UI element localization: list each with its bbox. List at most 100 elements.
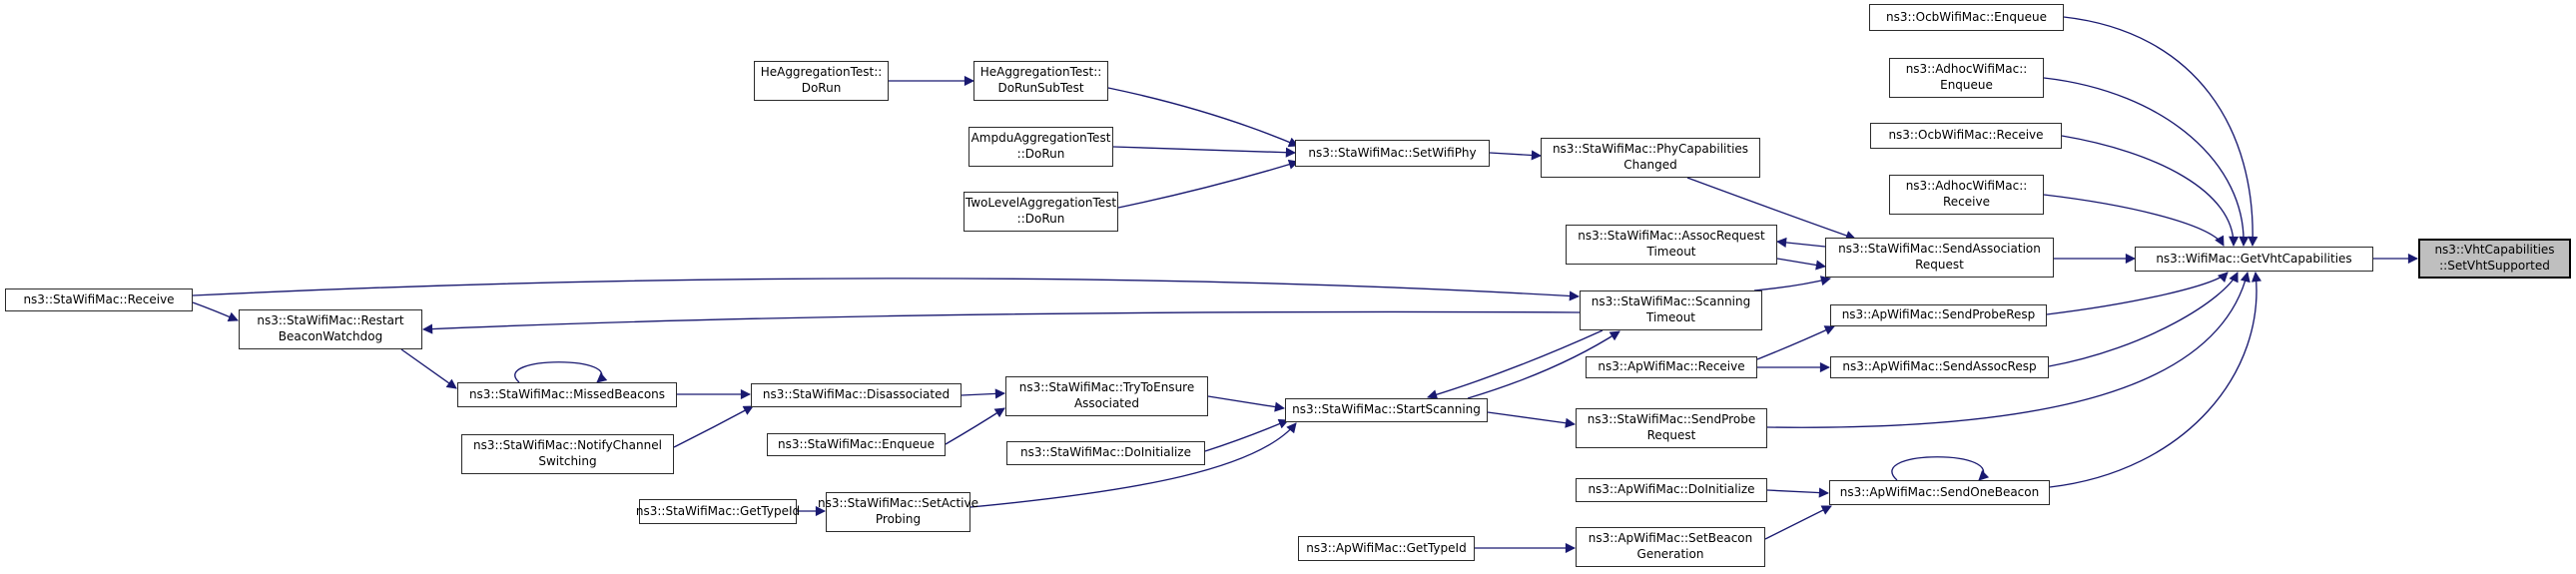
node-label-line: ns3::StaWifiMac::Receive	[23, 291, 175, 306]
node-label-line: Generation	[1636, 547, 1704, 561]
node-label-line: ::SetVhtSupported	[2439, 259, 2550, 273]
edge-sta-scanning-timeout-to-sta-restart-beacon-watchdog	[421, 310, 1581, 334]
edge-sta-receive-to-sta-restart-beacon-watchdog	[192, 301, 239, 322]
node-label-line: ns3::ApWifiMac::SendProbeResp	[1841, 307, 2036, 322]
node-label-line: ns3::ApWifiMac::GetTypeId	[1306, 540, 1467, 555]
edge-ap-receive-to-ap-send-probe-resp	[1756, 325, 1835, 360]
node-sta-disassociated[interactable]: ns3::StaWifiMac::Disassociated	[751, 383, 962, 407]
node-adhoc-enqueue[interactable]: ns3::AdhocWifiMac::Enqueue	[1889, 58, 2044, 98]
node-label-line: Associated	[1073, 396, 1140, 410]
node-label-line: AmpduAggregationTest	[970, 131, 1111, 146]
node-label-line: ns3::AdhocWifiMac::	[1905, 179, 2028, 194]
node-label-line: BeaconWatchdog	[278, 329, 383, 343]
edge-adhoc-enqueue-to-wifimac-get-vht-capabilities	[2043, 77, 2250, 248]
edge-sta-disassociated-to-sta-try-to-ensure-associated	[961, 388, 1006, 399]
edge-ap-send-one-beacon-to-wifimac-get-vht-capabilities	[2049, 271, 2262, 488]
node-label-line: ns3::StaWifiMac::DoInitialize	[1020, 445, 1191, 460]
node-ap-send-assoc-resp[interactable]: ns3::ApWifiMac::SendAssocResp	[1830, 356, 2049, 378]
node-label-line: ns3::AdhocWifiMac::	[1905, 62, 2028, 77]
node-label-line: ns3::StaWifiMac::Enqueue	[778, 436, 935, 451]
edge-adhoc-receive-to-wifimac-get-vht-capabilities	[2043, 194, 2225, 247]
node-label-line: ns3::ApWifiMac::SetBeacon	[1588, 531, 1753, 546]
node-label-line: ns3::StaWifiMac::SetActive	[818, 496, 978, 511]
node-label-line: Request	[1915, 258, 1964, 272]
edge-sta-enqueue-to-sta-try-to-ensure-associated	[945, 407, 1005, 445]
node-he-aggregation-dorunsubtest[interactable]: HeAggregationTest::DoRunSubTest	[973, 61, 1108, 101]
node-sta-enqueue[interactable]: ns3::StaWifiMac::Enqueue	[767, 433, 946, 456]
node-adhoc-receive[interactable]: ns3::AdhocWifiMac::Receive	[1889, 175, 2044, 215]
node-label-line: ns3::StaWifiMac::GetTypeId	[635, 503, 801, 518]
node-sta-gettypeid[interactable]: ns3::StaWifiMac::GetTypeId	[635, 499, 801, 524]
node-label-line: ns3::StaWifiMac::PhyCapabilities	[1552, 142, 1749, 157]
edge-ap-send-one-beacon-to-ap-send-one-beacon	[1891, 456, 1990, 481]
node-label-line: ns3::StaWifiMac::SendAssociation	[1838, 242, 2041, 257]
node-vht-set-vht-supported: ns3::VhtCapabilities::SetVhtSupported	[2418, 239, 2571, 279]
edge-ocb-receive-to-wifimac-get-vht-capabilities	[2061, 135, 2240, 248]
node-label-line: ns3::ApWifiMac::DoInitialize	[1588, 482, 1755, 497]
node-ap-gettypeid[interactable]: ns3::ApWifiMac::GetTypeId	[1298, 536, 1475, 561]
node-label-line: ns3::StaWifiMac::SetWifiPhy	[1308, 145, 1477, 160]
node-label-line: DoRun	[801, 81, 842, 95]
node-ap-doinitialize[interactable]: ns3::ApWifiMac::DoInitialize	[1576, 478, 1767, 502]
node-label-line: Receive	[1943, 195, 1990, 209]
node-ap-send-one-beacon[interactable]: ns3::ApWifiMac::SendOneBeacon	[1829, 480, 2050, 505]
node-label-line: Enqueue	[1940, 78, 1993, 92]
node-sta-start-scanning[interactable]: ns3::StaWifiMac::StartScanning	[1285, 398, 1488, 422]
node-he-aggregation-dorun[interactable]: HeAggregationTest::DoRun	[754, 61, 889, 101]
edge-sta-scanning-timeout-to-sta-send-association-request	[1753, 276, 1831, 291]
edges-group	[192, 16, 2419, 554]
node-label-line: ns3::VhtCapabilities	[2434, 243, 2555, 258]
node-label-line: Timeout	[1645, 310, 1696, 324]
node-label-line: ns3::StaWifiMac::Scanning	[1591, 294, 1751, 309]
node-ocb-receive[interactable]: ns3::OcbWifiMac::Receive	[1870, 123, 2062, 149]
node-label-line: ns3::StaWifiMac::Disassociated	[762, 387, 951, 402]
node-ampdu-aggregation-dorun[interactable]: AmpduAggregationTest::DoRun	[968, 127, 1113, 167]
node-ap-send-probe-resp[interactable]: ns3::ApWifiMac::SendProbeResp	[1830, 304, 2047, 326]
node-label-line: Probing	[875, 512, 922, 526]
node-label-line: Changed	[1623, 158, 1677, 172]
node-sta-doinitialize[interactable]: ns3::StaWifiMac::DoInitialize	[1006, 441, 1205, 465]
node-sta-missed-beacons[interactable]: ns3::StaWifiMac::MissedBeacons	[457, 382, 677, 407]
edge-ocb-enqueue-to-wifimac-get-vht-capabilities	[2063, 16, 2258, 248]
edge-sta-scanning-timeout-to-sta-start-scanning	[1427, 329, 1604, 400]
edge-he-aggregation-dorunsubtest-to-sta-set-wifi-phy	[1107, 87, 1299, 148]
node-label-line: ns3::StaWifiMac::AssocRequest	[1578, 229, 1765, 244]
edge-sta-set-active-probing-to-sta-start-scanning	[969, 422, 1297, 508]
node-ap-receive[interactable]: ns3::ApWifiMac::Receive	[1586, 356, 1757, 378]
node-label-line: ns3::StaWifiMac::Restart	[257, 313, 404, 328]
node-ocb-enqueue[interactable]: ns3::OcbWifiMac::Enqueue	[1869, 4, 2064, 31]
edge-sta-send-association-request-to-sta-assoc-request-timeout	[1775, 237, 1826, 248]
node-label-line: ns3::ApWifiMac::SendAssocResp	[1842, 359, 2037, 374]
node-label-line: ::DoRun	[1016, 212, 1065, 226]
node-label-line: HeAggregationTest::	[979, 65, 1102, 80]
node-label-line: ns3::ApWifiMac::Receive	[1598, 359, 1745, 374]
edge-sta-assoc-request-timeout-to-sta-send-association-request	[1776, 258, 1826, 271]
node-label-line: ns3::StaWifiMac::SendProbe	[1587, 412, 1756, 427]
node-sta-set-wifi-phy[interactable]: ns3::StaWifiMac::SetWifiPhy	[1295, 140, 1490, 167]
edge-ampdu-aggregation-dorun-to-sta-set-wifi-phy	[1112, 146, 1297, 158]
edge-sta-missed-beacons-to-sta-missed-beacons	[514, 361, 608, 383]
edge-twolevel-aggregation-dorun-to-sta-set-wifi-phy	[1117, 159, 1299, 209]
node-label-line: HeAggregationTest::	[760, 65, 883, 80]
edge-sta-set-wifi-phy-to-sta-phy-capabilities-changed	[1489, 150, 1543, 161]
edge-sta-start-scanning-to-sta-scanning-timeout	[1467, 330, 1620, 399]
node-label-line: ns3::WifiMac::GetVhtCapabilities	[2156, 251, 2352, 266]
node-wifimac-get-vht-capabilities[interactable]: ns3::WifiMac::GetVhtCapabilities	[2135, 247, 2373, 272]
node-label-line: ns3::StaWifiMac::StartScanning	[1292, 402, 1481, 417]
node-twolevel-aggregation-dorun[interactable]: TwoLevelAggregationTest::DoRun	[964, 192, 1118, 232]
node-label-line: ns3::StaWifiMac::MissedBeacons	[468, 386, 666, 401]
node-sta-receive[interactable]: ns3::StaWifiMac::Receive	[5, 288, 193, 311]
node-label-line: Switching	[538, 454, 597, 468]
node-label-line: ns3::StaWifiMac::TryToEnsure	[1018, 380, 1195, 395]
